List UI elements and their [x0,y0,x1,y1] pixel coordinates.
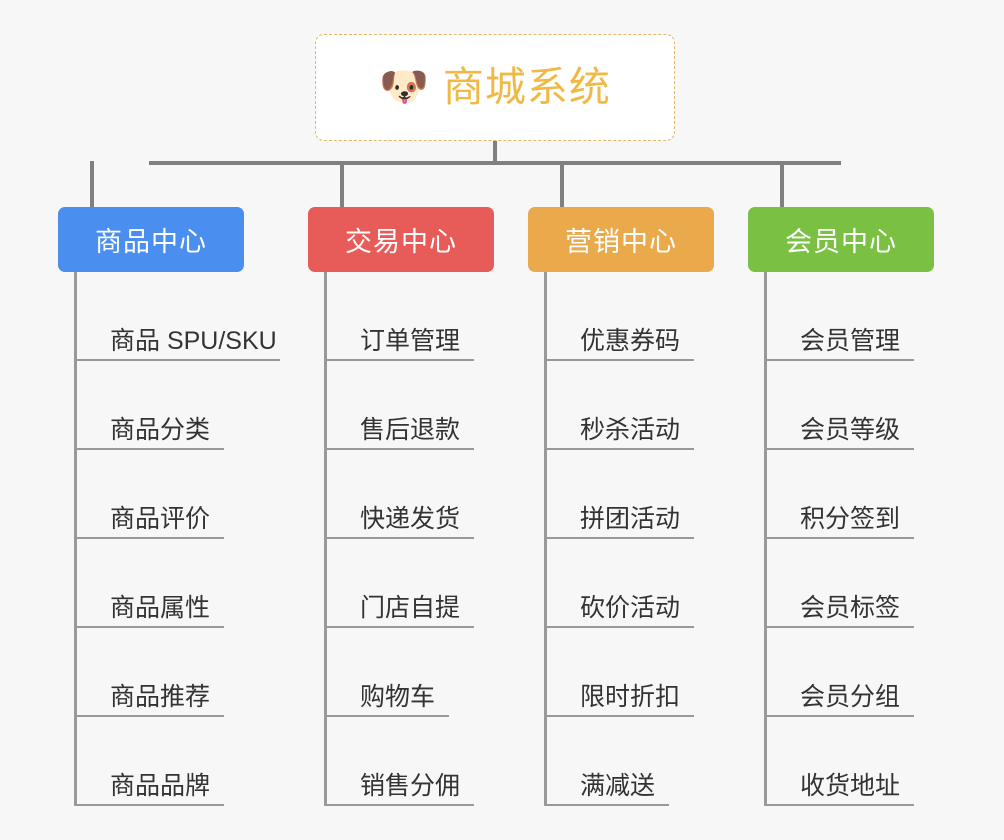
leaf-label: 会员等级 [800,416,901,444]
leaf-underline [74,626,224,628]
branch-header-4[interactable]: 会员中心 [748,207,934,272]
shiba-dog-face-icon: 🐶 [379,64,429,109]
leaf-label: 售后退款 [360,416,461,444]
leaf-list-3: 优惠券码秒杀活动拼团活动砍价活动限时折扣满减送 [544,272,804,806]
leaf-item[interactable]: 满减送 [544,717,804,806]
leaf-underline [324,626,474,628]
leaf-label: 收货地址 [800,772,901,800]
leaf-underline [324,804,474,806]
leaf-label: 砍价活动 [580,594,681,622]
leaf-underline [544,804,669,806]
leaf-item[interactable]: 商品推荐 [74,628,334,717]
leaf-underline [764,626,914,628]
branch-spine-4 [764,272,767,806]
leaf-item[interactable]: 商品品牌 [74,717,334,806]
leaf-label: 商品 SPU/SKU [110,327,277,355]
leaf-label: 拼团活动 [580,505,681,533]
leaf-item[interactable]: 会员标签 [764,539,1004,628]
leaf-label: 商品属性 [110,594,211,622]
leaf-underline [544,626,694,628]
leaf-label: 订单管理 [360,327,461,355]
leaf-label: 会员分组 [800,683,901,711]
branch-2: 交易中心订单管理售后退款快递发货门店自提购物车销售分佣 [308,207,494,806]
leaf-item[interactable]: 积分签到 [764,450,1004,539]
leaf-item[interactable]: 售后退款 [324,361,584,450]
leaf-underline [74,715,224,717]
leaf-underline [544,537,694,539]
leaf-label: 积分签到 [800,505,901,533]
leaf-item[interactable]: 门店自提 [324,539,584,628]
leaf-underline [764,715,914,717]
leaf-underline [74,804,224,806]
leaf-item[interactable]: 商品分类 [74,361,334,450]
leaf-underline [324,448,474,450]
leaf-underline [764,359,914,361]
leaf-label: 商品推荐 [110,683,211,711]
leaf-list-2: 订单管理售后退款快递发货门店自提购物车销售分佣 [324,272,584,806]
leaf-item[interactable]: 秒杀活动 [544,361,804,450]
leaf-label: 门店自提 [360,594,461,622]
leaf-list-1: 商品 SPU/SKU 商品分类商品评价商品属性商品推荐商品品牌 [74,272,334,806]
leaf-item[interactable]: 会员分组 [764,628,1004,717]
connector-drop-1 [90,161,94,207]
leaf-underline [764,804,914,806]
leaf-item[interactable]: 限时折扣 [544,628,804,717]
leaf-label: 会员管理 [800,327,901,355]
leaf-underline [544,715,694,717]
leaf-underline [324,359,474,361]
leaf-item[interactable]: 会员管理 [764,272,1004,361]
leaf-item[interactable]: 商品评价 [74,450,334,539]
root-node[interactable]: 🐶 商城系统 [315,34,675,141]
connector-drop-3 [560,161,564,207]
leaf-underline [544,359,694,361]
leaf-label: 商品评价 [110,505,211,533]
leaf-underline [324,715,449,717]
leaf-underline [764,537,914,539]
leaf-label: 快递发货 [360,505,461,533]
leaf-item[interactable]: 购物车 [324,628,584,717]
leaf-label: 满减送 [580,772,656,800]
leaf-underline [544,448,694,450]
branch-spine-2 [324,272,327,806]
leaf-underline [74,359,280,361]
leaf-underline [74,537,224,539]
leaf-underline [74,448,224,450]
leaf-item[interactable]: 砍价活动 [544,539,804,628]
leaf-label: 销售分佣 [360,772,461,800]
leaf-label: 商品品牌 [110,772,211,800]
leaf-label: 会员标签 [800,594,901,622]
branch-spine-3 [544,272,547,806]
leaf-item[interactable]: 会员等级 [764,361,1004,450]
connector-drop-4 [780,161,784,207]
leaf-underline [764,448,914,450]
leaf-label: 商品分类 [110,416,211,444]
connector-drop-2 [340,161,344,207]
leaf-label: 购物车 [360,683,436,711]
leaf-label: 秒杀活动 [580,416,681,444]
leaf-label: 限时折扣 [580,683,681,711]
branch-header-3[interactable]: 营销中心 [528,207,714,272]
leaf-list-4: 会员管理会员等级积分签到会员标签会员分组收货地址 [764,272,1004,806]
leaf-item[interactable]: 快递发货 [324,450,584,539]
leaf-item[interactable]: 商品 SPU/SKU [74,272,334,361]
leaf-underline [324,537,474,539]
leaf-item[interactable]: 拼团活动 [544,450,804,539]
branch-3: 营销中心优惠券码秒杀活动拼团活动砍价活动限时折扣满减送 [528,207,714,806]
branch-spine-1 [74,272,77,806]
branch-1: 商品中心商品 SPU/SKU 商品分类商品评价商品属性商品推荐商品品牌 [58,207,280,806]
leaf-item[interactable]: 商品属性 [74,539,334,628]
branch-header-1[interactable]: 商品中心 [58,207,244,272]
connector-horizontal-bus [149,161,841,165]
branch-4: 会员中心会员管理会员等级积分签到会员标签会员分组收货地址 [748,207,934,806]
connector-root-stem [493,141,497,165]
root-title: 商城系统 [442,64,611,110]
leaf-item[interactable]: 销售分佣 [324,717,584,806]
branch-header-2[interactable]: 交易中心 [308,207,494,272]
leaf-label: 优惠券码 [580,327,681,355]
leaf-item[interactable]: 优惠券码 [544,272,804,361]
leaf-item[interactable]: 收货地址 [764,717,1004,806]
leaf-item[interactable]: 订单管理 [324,272,584,361]
